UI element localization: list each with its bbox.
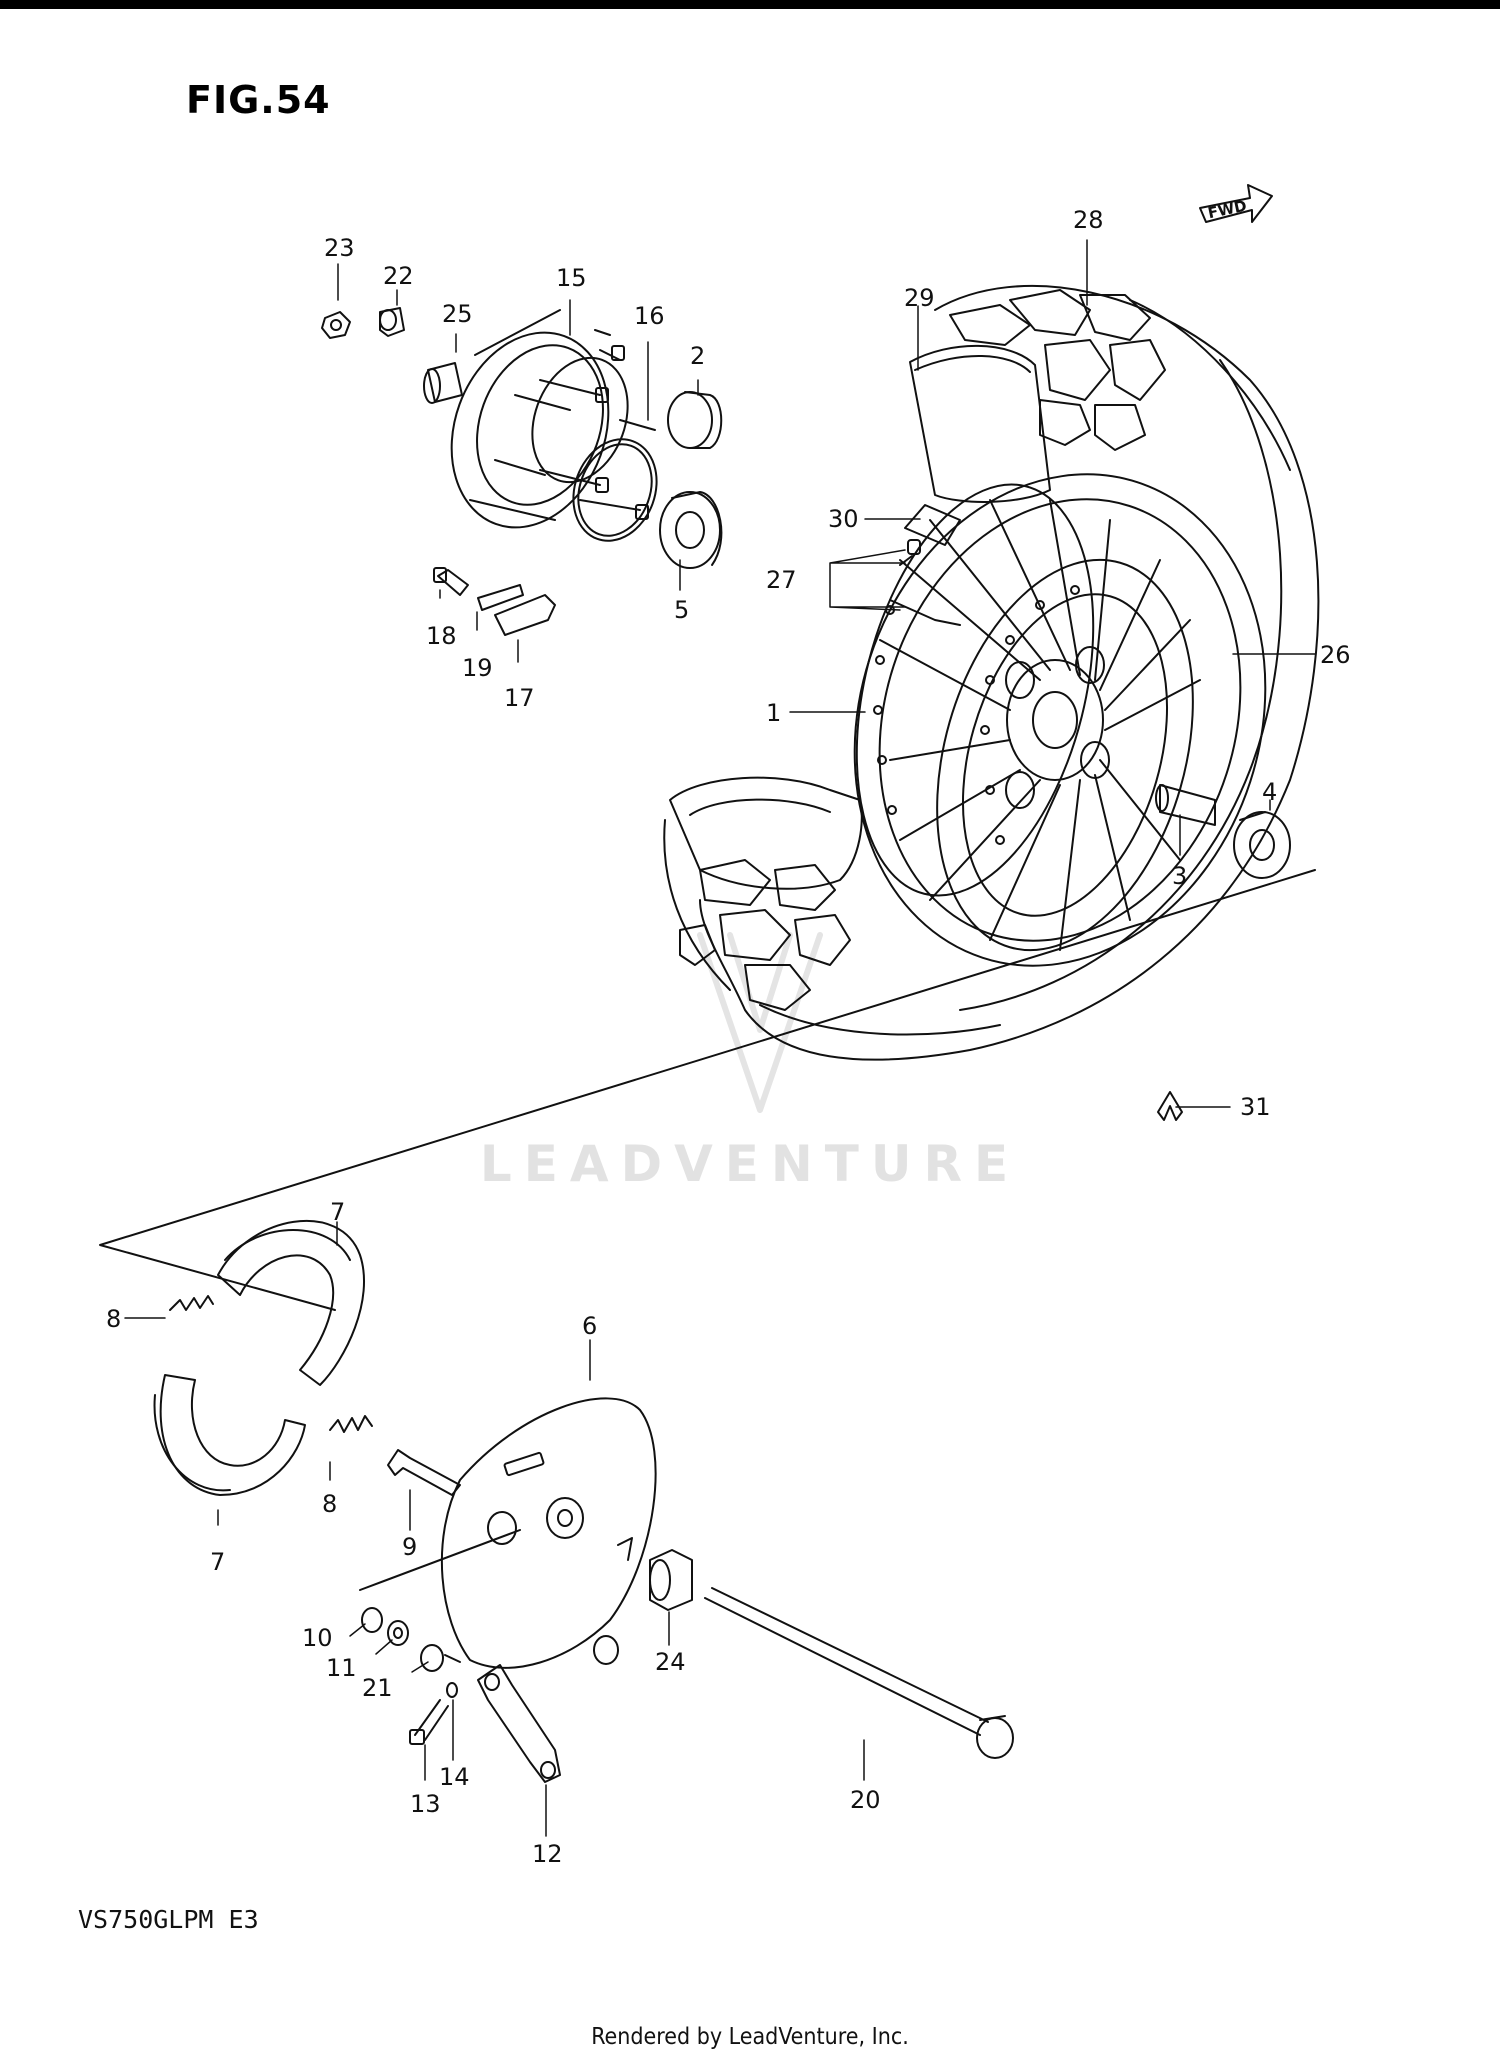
bolt-18 <box>433 567 469 596</box>
callout-29: 29 <box>904 284 935 312</box>
o-ring <box>572 438 658 542</box>
washer-21 <box>420 1644 461 1672</box>
callout-labels: 23 22 25 15 16 2 5 18 19 17 28 29 30 27 … <box>106 206 1351 1868</box>
watermark: LEADVENTURE <box>479 1135 1021 1193</box>
callout-2: 2 <box>690 342 705 370</box>
callout-31: 31 <box>1240 1093 1271 1121</box>
callout-15: 15 <box>556 264 587 292</box>
callout-19: 19 <box>462 654 493 682</box>
bearing-5 <box>659 491 723 569</box>
callout-22: 22 <box>383 262 414 290</box>
cam-9 <box>387 1449 461 1496</box>
separator-short <box>359 1529 521 1591</box>
callout-11: 11 <box>326 1654 357 1682</box>
callout-16: 16 <box>634 302 665 330</box>
callout-24: 24 <box>655 1648 686 1676</box>
callout-26: 26 <box>1320 641 1351 669</box>
washer-14 <box>446 1682 458 1698</box>
brake-shoe-upper <box>217 1220 365 1386</box>
axle-20 <box>704 1587 1014 1759</box>
collar-24 <box>649 1549 693 1611</box>
collar-25 <box>423 362 463 404</box>
nut-22 <box>379 307 405 337</box>
model-code: VS750GLPM E3 <box>78 1905 259 1934</box>
callout-8-upper: 8 <box>106 1305 121 1333</box>
callout-14: 14 <box>439 1763 470 1791</box>
tube-top <box>909 344 1051 503</box>
callout-13: 13 <box>410 1790 441 1818</box>
tire-lower-section <box>663 776 863 991</box>
callout-27: 27 <box>766 566 797 594</box>
brake-shoe-lower <box>153 1374 306 1496</box>
bushing-2 <box>667 391 723 449</box>
callout-1: 1 <box>766 699 781 727</box>
callout-25: 25 <box>442 300 473 328</box>
svg-text:FWD: FWD <box>1206 197 1248 223</box>
callout-7-upper: 7 <box>330 1198 345 1226</box>
washer-10 <box>361 1607 383 1633</box>
bearing-right <box>1233 811 1291 879</box>
callout-23: 23 <box>324 234 355 262</box>
brake-lever-12 <box>477 1664 561 1783</box>
leader-lines <box>124 239 1316 1837</box>
lock-plate-17 <box>494 594 556 636</box>
bolt-13 <box>409 1699 449 1745</box>
callout-7-lower: 7 <box>210 1548 225 1576</box>
nut-23 <box>321 311 351 339</box>
plate-19 <box>477 584 524 611</box>
footer-credit: Rendered by LeadVenture, Inc. <box>591 2024 909 2050</box>
callout-6: 6 <box>582 1312 597 1340</box>
rim-holes <box>873 585 1080 845</box>
forward-arrow-icon: FWD <box>1199 184 1273 223</box>
top-border <box>0 0 1500 9</box>
tire <box>679 285 1320 1061</box>
callout-10: 10 <box>302 1624 333 1652</box>
watermark-logo <box>697 932 823 1113</box>
callout-30: 30 <box>828 505 859 533</box>
sprocket-drum-hub <box>450 309 656 529</box>
wheel-rim <box>853 473 1267 967</box>
spring-lower <box>329 1415 373 1433</box>
callout-3: 3 <box>1172 862 1187 890</box>
spring-upper <box>169 1295 214 1311</box>
callout-8-lower: 8 <box>322 1490 337 1518</box>
clip-31 <box>1157 1091 1183 1121</box>
callout-28: 28 <box>1073 206 1104 234</box>
seal-11 <box>387 1620 409 1646</box>
callout-4: 4 <box>1262 778 1277 806</box>
figure-title: FIG.54 <box>186 78 331 122</box>
callout-18: 18 <box>426 622 457 650</box>
callout-17: 17 <box>504 684 535 712</box>
axle-spacer <box>1155 784 1216 826</box>
callout-9: 9 <box>402 1533 417 1561</box>
brake-panel <box>440 1397 657 1669</box>
callout-12: 12 <box>532 1840 563 1868</box>
callout-5: 5 <box>674 596 689 624</box>
callout-20: 20 <box>850 1786 881 1814</box>
callout-21: 21 <box>362 1674 393 1702</box>
separator-line <box>99 869 1316 1311</box>
